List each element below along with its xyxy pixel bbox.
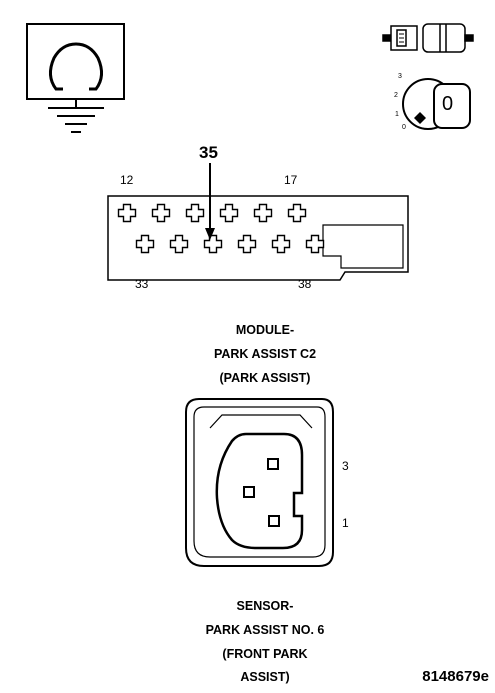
pin-row-upper — [117, 203, 307, 223]
ohmmeter-ground-icon — [26, 23, 125, 133]
pin-cavity — [287, 203, 307, 223]
ignition-position-1: 1 — [395, 111, 399, 118]
pin-label-38: 38 — [298, 277, 312, 291]
pin-cavity — [203, 234, 223, 254]
pin-cavity — [169, 234, 189, 254]
pin-label-17: 17 — [284, 173, 298, 187]
sensor-caption-line-3: (FRONT PARK — [222, 647, 308, 661]
ignition-position-0: 0 — [402, 124, 406, 131]
disconnected-connector-icon — [382, 23, 474, 53]
module-connector-c2 — [107, 163, 409, 281]
module-caption-line-2: PARK ASSIST C2 — [213, 347, 317, 361]
pin-cavity — [219, 203, 239, 223]
pin-cavity — [253, 203, 273, 223]
sensor-caption-line-2: PARK ASSIST NO. 6 — [205, 623, 325, 637]
ignition-key-label: 0 — [442, 93, 454, 115]
pin-cavity — [151, 203, 171, 223]
figure-code: 8148679e — [422, 668, 489, 685]
ignition-position-3: 3 — [398, 73, 402, 80]
module-caption-line-1: MODULE- — [235, 323, 295, 337]
sensor-connector — [185, 398, 334, 567]
pin-cavity — [271, 234, 291, 254]
pin-cavity — [117, 203, 137, 223]
callout-pin-number: 35 — [199, 143, 218, 162]
pin-row-lower — [135, 234, 325, 254]
pin-label-12: 12 — [120, 173, 134, 187]
sensor-caption-line-4: ASSIST) — [240, 670, 290, 684]
arrowhead — [205, 228, 215, 240]
ignition-position-2: 2 — [394, 92, 398, 99]
pin-cavity — [135, 234, 155, 254]
pin-cavity — [185, 203, 205, 223]
pin-cavity — [305, 234, 325, 254]
sensor-pin-label-1: 1 — [342, 516, 349, 530]
pin-cavity — [237, 234, 257, 254]
module-caption-line-3: (PARK ASSIST) — [219, 371, 311, 385]
sensor-pin-label-3: 3 — [342, 459, 349, 473]
ignition-key-off-icon — [402, 78, 471, 130]
pin-label-33: 33 — [135, 277, 149, 291]
sensor-caption-line-1: SENSOR- — [236, 599, 294, 613]
